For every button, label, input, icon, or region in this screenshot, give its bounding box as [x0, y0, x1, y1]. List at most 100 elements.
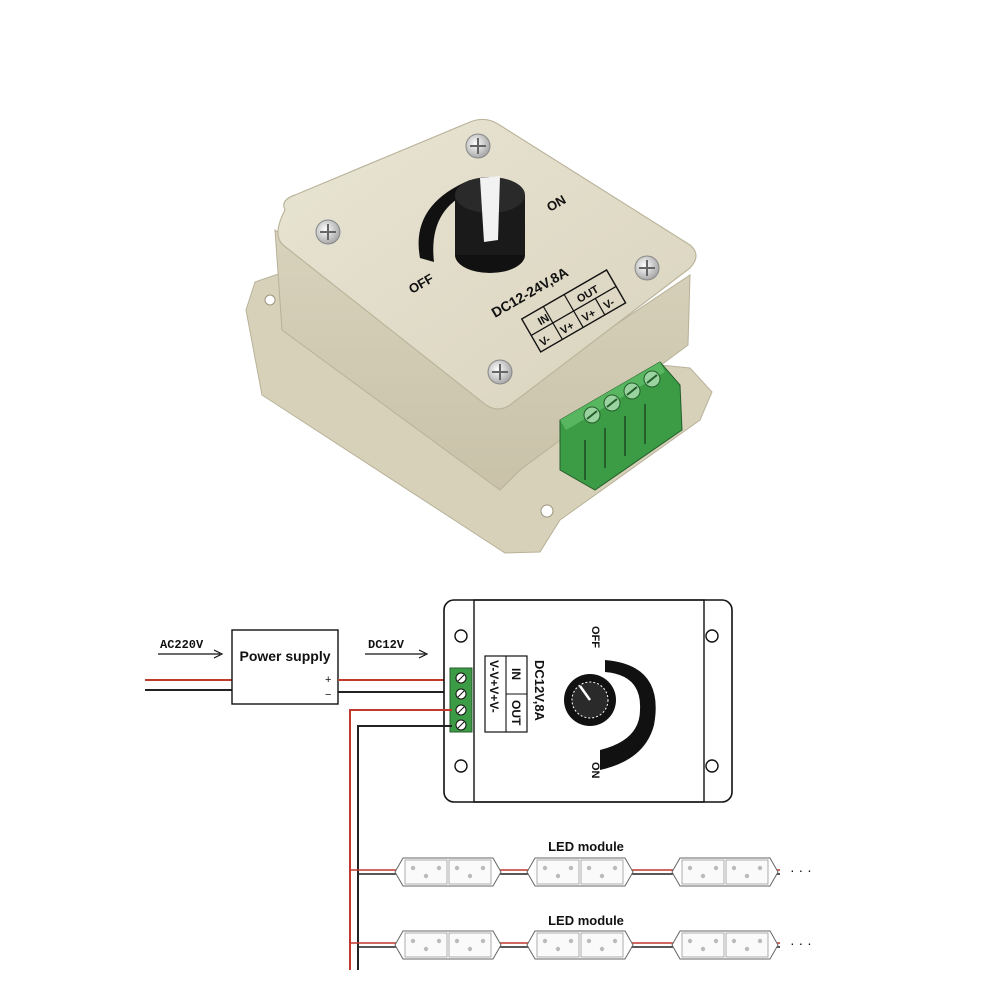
screw-icon: [315, 219, 341, 245]
led-chip: [731, 865, 737, 871]
dimmer-outline-inner: [473, 599, 705, 803]
led-chip: [700, 873, 706, 879]
led-segment: [404, 859, 448, 885]
mount-hole-icon: [705, 759, 719, 773]
power-supply-box: [231, 629, 339, 705]
led-segment: [681, 932, 725, 958]
led-chip: [542, 865, 548, 871]
dimmer-knob[interactable]: [455, 176, 525, 273]
led-chip: [757, 865, 763, 871]
screw-icon: [487, 359, 513, 385]
led-segment: [448, 859, 492, 885]
led-module: [671, 857, 779, 887]
screw-icon: [465, 133, 491, 159]
led-segment: [580, 932, 624, 958]
led-segment: [404, 932, 448, 958]
led-chip: [467, 946, 473, 952]
mount-hole-icon: [454, 629, 468, 643]
led-chip: [410, 938, 416, 944]
terminal-screw-icon: [455, 672, 467, 684]
diagram-pins-label: V-V+V+V-: [487, 660, 501, 713]
mount-hole-icon: [705, 629, 719, 643]
led-chip: [586, 865, 592, 871]
led-chip: [586, 938, 592, 944]
led-chip: [612, 938, 618, 944]
out-wire-black: [357, 725, 452, 970]
terminal-screw-icon: [455, 704, 467, 716]
led-segment: [536, 859, 580, 885]
led-chip: [687, 938, 693, 944]
led-chip: [480, 938, 486, 944]
continuation-dots-1: · · ·: [790, 862, 812, 878]
led-module-label-1: LED module: [548, 839, 624, 854]
power-supply-label: Power supply: [239, 648, 330, 664]
dimmer-photo: OFF ON DC12-24V,8A IN OUT V- V+ V+ V-: [245, 118, 713, 554]
plus-terminal: +: [325, 674, 331, 686]
led-module: [394, 930, 502, 960]
diagram-in-label: IN: [509, 668, 523, 680]
led-module: [671, 930, 779, 960]
led-chip: [542, 938, 548, 944]
terminal-screw-icon: [455, 719, 467, 731]
terminal-screw-icon: [603, 394, 621, 412]
led-chip: [700, 946, 706, 952]
dial-arc-icon: [418, 180, 470, 262]
legend-pin-2: V+: [558, 320, 576, 337]
led-segment: [725, 859, 769, 885]
led-chip: [423, 873, 429, 879]
terminal-block[interactable]: [559, 361, 683, 491]
led-chip: [599, 873, 605, 879]
led-chip: [713, 865, 719, 871]
legend-in: IN: [536, 312, 552, 328]
terminal-screw-icon: [583, 406, 601, 424]
led-module: [394, 857, 502, 887]
diagram-dial-arc-icon: [600, 660, 656, 770]
led-chip: [731, 938, 737, 944]
led-strip-row-1: [350, 857, 780, 887]
led-chip: [568, 938, 574, 944]
out-wire-red: [349, 709, 452, 970]
led-module: [526, 857, 634, 887]
diagram-terminal-block: [449, 667, 473, 733]
diagram-out-label: OUT: [509, 700, 523, 726]
led-chip: [744, 946, 750, 952]
led-segment: [725, 932, 769, 958]
led-chip: [467, 873, 473, 879]
led-segment: [681, 859, 725, 885]
led-chip: [555, 873, 561, 879]
flange-hole-left: [264, 294, 276, 306]
led-chip: [436, 865, 442, 871]
diagram-knob: [564, 674, 616, 726]
diagram-on-label: ON: [589, 762, 601, 779]
screw-icon: [634, 255, 660, 281]
led-chip: [555, 946, 561, 952]
led-chip: [480, 865, 486, 871]
terminal-screw-icon: [455, 688, 467, 700]
ac-voltage-label: AC220V: [160, 638, 204, 652]
led-chip: [744, 873, 750, 879]
led-segment: [580, 859, 624, 885]
led-chip: [612, 865, 618, 871]
continuation-dots-2: · · ·: [790, 935, 812, 951]
terminal-screw-icon: [643, 370, 661, 388]
terminal-screw-icon: [623, 382, 641, 400]
led-chip: [454, 865, 460, 871]
led-chip: [713, 938, 719, 944]
led-chip: [687, 865, 693, 871]
mount-hole-icon: [454, 759, 468, 773]
led-module: [526, 930, 634, 960]
led-segment: [536, 932, 580, 958]
led-module-label-2: LED module: [548, 913, 624, 928]
led-segment: [448, 932, 492, 958]
diagram-terminal-legend: V-V+V+V- IN OUT DC12V,8A: [484, 655, 547, 733]
wiring-diagram: AC220V Power supply + − DC12V: [145, 599, 812, 970]
minus-terminal: −: [325, 689, 331, 701]
led-chip: [599, 946, 605, 952]
led-chip: [436, 938, 442, 944]
led-chip: [568, 865, 574, 871]
led-chip: [454, 938, 460, 944]
diagram-rating-label: DC12V,8A: [532, 660, 547, 722]
led-strip-row-2: [350, 930, 780, 960]
led-chip: [423, 946, 429, 952]
